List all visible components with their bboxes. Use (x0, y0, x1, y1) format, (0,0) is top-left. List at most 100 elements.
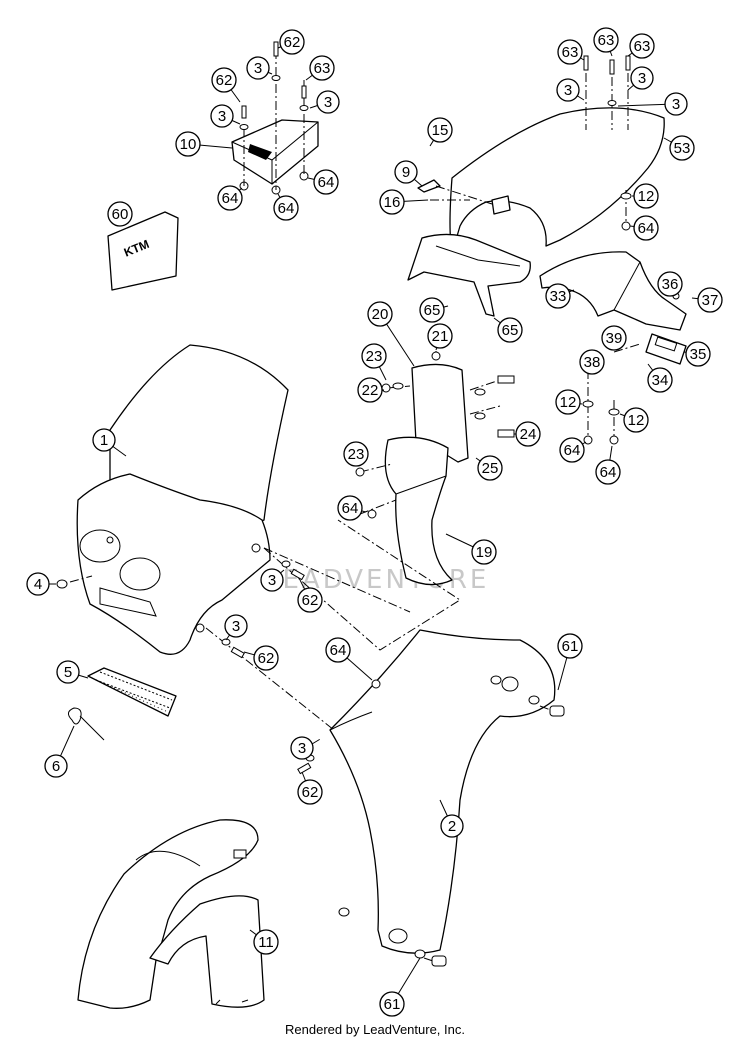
callout-64: 64 (217, 185, 243, 211)
callout-3: 3 (224, 614, 248, 641)
callout-24: 24 (514, 421, 541, 447)
callout-circle (313, 169, 339, 195)
callout-64: 64 (595, 445, 621, 485)
callout-23: 23 (343, 441, 369, 467)
callout-label: 23 (348, 446, 365, 463)
callout-3: 3 (627, 66, 654, 91)
callout-circle (367, 301, 393, 327)
callout-16: 16 (379, 189, 429, 215)
callout-circle (379, 991, 405, 1017)
callout-21: 21 (427, 323, 453, 351)
callout-label: 21 (432, 328, 449, 345)
callout-circle (107, 201, 133, 227)
callout-label: 64 (318, 174, 335, 191)
part-19-mud-flap (355, 436, 453, 586)
part-6-cable-tie (68, 707, 105, 741)
callout-label: 62 (216, 72, 233, 89)
part-60-sticker: KTM (107, 211, 179, 291)
callout-label: 62 (258, 650, 275, 667)
callout-19: 19 (445, 533, 497, 565)
callout-label: 24 (520, 426, 537, 443)
callout-circle (343, 441, 369, 467)
callout-label: 23 (366, 348, 383, 365)
callout-label: 64 (342, 500, 359, 517)
callout-3: 3 (556, 78, 585, 102)
callout-label: 6 (52, 758, 60, 775)
callout-64: 64 (273, 193, 299, 221)
callout-label: 3 (298, 740, 306, 757)
callout-label: 39 (606, 330, 623, 347)
callout-circle (297, 587, 323, 613)
callout-circle (440, 814, 464, 838)
callout-label: 65 (424, 302, 441, 319)
callout-64: 64 (559, 437, 587, 463)
callout-22: 22 (357, 377, 384, 403)
callout-10: 10 (175, 131, 233, 157)
callout-circle (279, 29, 305, 55)
callout-label: 5 (64, 664, 72, 681)
callout-circle (260, 568, 284, 592)
callout-circle (647, 367, 673, 393)
callout-label: 62 (302, 784, 319, 801)
callout-label: 3 (218, 108, 226, 125)
callout-label: 12 (628, 412, 645, 429)
callout-circle (273, 195, 299, 221)
callout-9: 9 (394, 160, 423, 187)
part-20-bracket (381, 346, 515, 463)
callout-label: 25 (482, 460, 499, 477)
callout-62: 62 (297, 579, 323, 613)
callout-circle (427, 117, 453, 143)
callout-circle (657, 271, 683, 297)
callout-circle (224, 614, 248, 638)
callout-circle (669, 135, 695, 161)
callout-label: 61 (562, 638, 579, 655)
callout-label: 33 (550, 288, 567, 305)
callout-34: 34 (647, 363, 673, 393)
callout-circle (515, 421, 541, 447)
callout-circle (217, 185, 243, 211)
callout-3: 3 (260, 568, 285, 592)
callout-64: 64 (325, 637, 373, 681)
callout-circle (579, 349, 605, 375)
callout-circle (357, 377, 383, 403)
callout-64: 64 (307, 169, 339, 195)
callout-circle (629, 33, 655, 59)
callout-circle (309, 55, 335, 81)
callout-circle (555, 389, 581, 415)
callout-circle (633, 183, 659, 209)
callout-36: 36 (657, 271, 683, 297)
part-11-front-fender (77, 819, 265, 1009)
callout-circle (419, 297, 445, 323)
callout-circle (56, 660, 80, 684)
watermark: LEADVENTURE (265, 565, 486, 595)
part-53-rear-fender (407, 55, 665, 317)
callout-label: 9 (402, 164, 410, 181)
callout-62: 62 (277, 29, 305, 55)
callout-label: 63 (314, 60, 331, 77)
callout-label: 3 (324, 94, 332, 111)
callout-circle (471, 539, 497, 565)
callout-circle (325, 637, 351, 663)
part-1-fairing (56, 344, 461, 731)
callout-label: 4 (34, 576, 42, 593)
callout-circle (595, 459, 621, 485)
callout-circle (497, 317, 523, 343)
callout-circle (253, 645, 279, 671)
callout-label: 63 (634, 38, 651, 55)
callout-4: 4 (26, 572, 56, 596)
callout-label: 11 (258, 934, 274, 951)
callout-circle (427, 323, 453, 349)
callout-circle (601, 325, 627, 351)
callout-label: 64 (600, 464, 617, 481)
callout-label: 12 (638, 188, 655, 205)
callout-1: 1 (92, 428, 127, 457)
callout-20: 20 (367, 301, 415, 367)
callout-circle (379, 189, 405, 215)
callout-label: 36 (662, 276, 679, 293)
callout-label: 63 (598, 32, 615, 49)
callout-circle (290, 736, 314, 760)
callout-12: 12 (632, 183, 659, 209)
callout-label: 1 (100, 432, 108, 449)
